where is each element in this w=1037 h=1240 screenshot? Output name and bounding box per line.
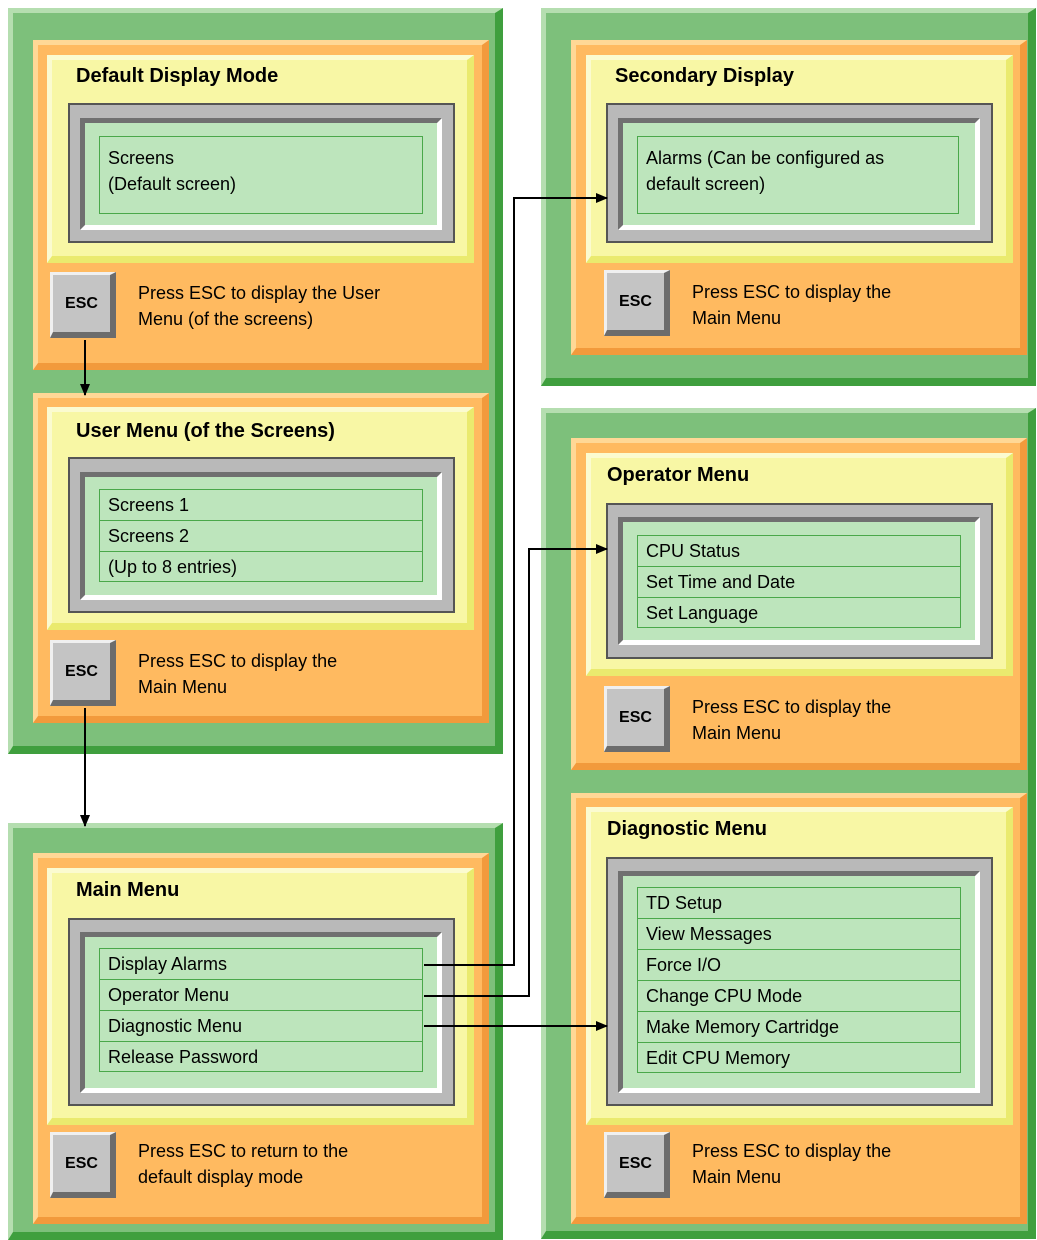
operator-menu-list: CPU Status Set Time and Date Set Languag…: [637, 535, 961, 628]
operator-menu-item-set-language[interactable]: Set Language: [646, 603, 759, 623]
main-menu-list: Display Alarms Operator Menu Diagnostic …: [99, 948, 423, 1072]
operator-menu-screen: [618, 517, 980, 645]
operator-menu-item-set-time-date[interactable]: Set Time and Date: [638, 567, 960, 598]
esc-button[interactable]: ESC: [604, 270, 670, 336]
diagnostic-menu-screen: [618, 871, 980, 1093]
diagnostic-menu-item-td-setup[interactable]: TD Setup: [638, 888, 960, 919]
esc-button[interactable]: ESC: [604, 1132, 670, 1198]
esc-instruction: Press ESC to display the Main Menu: [692, 697, 892, 743]
secondary-display-line: default screen): [646, 174, 766, 194]
operator-menu-item-cpu-status[interactable]: CPU Status: [638, 536, 960, 567]
default-display-line: (Default screen): [108, 174, 237, 194]
diagnostic-menu-title: Diagnostic Menu: [607, 818, 768, 840]
user-menu-title: User Menu (of the Screens): [76, 420, 335, 442]
main-menu-screen: [80, 932, 442, 1093]
diagnostic-menu-item-make-memory-cartridge[interactable]: Make Memory Cartridge: [638, 1012, 960, 1043]
diagnostic-menu-item-view-messages[interactable]: View Messages: [638, 919, 960, 950]
esc-button[interactable]: ESC: [50, 1132, 116, 1198]
esc-button[interactable]: ESC: [50, 272, 116, 338]
diagnostic-menu-item-edit-cpu-memory[interactable]: Edit CPU Memory: [646, 1048, 791, 1068]
esc-instruction: Press ESC to display the Main Menu: [138, 651, 338, 697]
default-display-content: Screens (Default screen): [99, 136, 423, 214]
main-menu-item-diagnostic-menu[interactable]: Diagnostic Menu: [100, 1011, 422, 1042]
default-display-line: Screens: [108, 148, 175, 168]
diagnostic-menu-item-force-io[interactable]: Force I/O: [638, 950, 960, 981]
secondary-display-line: Alarms (Can be configured as: [646, 148, 885, 168]
user-menu-item-screens-2[interactable]: Screens 2: [100, 521, 422, 552]
user-menu-screen: [80, 472, 442, 600]
esc-button[interactable]: ESC: [604, 686, 670, 752]
diagnostic-menu-list: TD Setup View Messages Force I/O Change …: [637, 887, 961, 1073]
main-menu-item-release-password[interactable]: Release Password: [108, 1047, 259, 1067]
esc-instruction: Press ESC to display the Main Menu: [692, 282, 892, 328]
diagnostic-menu-item-change-cpu-mode[interactable]: Change CPU Mode: [638, 981, 960, 1012]
secondary-display-content: Alarms (Can be configured as default scr…: [637, 136, 959, 214]
user-menu-list: Screens 1 Screens 2 (Up to 8 entries): [99, 489, 423, 582]
esc-button[interactable]: ESC: [50, 640, 116, 706]
main-menu-title: Main Menu: [76, 879, 180, 901]
main-menu-item-display-alarms[interactable]: Display Alarms: [100, 949, 422, 980]
operator-menu-title: Operator Menu: [607, 464, 750, 486]
esc-instruction: Press ESC to display the Main Menu: [692, 1141, 892, 1187]
main-menu-item-operator-menu[interactable]: Operator Menu: [100, 980, 422, 1011]
esc-instruction: Press ESC to display the User Menu (of t…: [138, 283, 381, 329]
default-display-title: Default Display Mode: [76, 65, 279, 87]
user-menu-item-screens-1[interactable]: Screens 1: [100, 490, 422, 521]
user-menu-item-more: (Up to 8 entries): [108, 557, 238, 577]
esc-instruction: Press ESC to return to the default displ…: [138, 1141, 349, 1187]
secondary-display-title: Secondary Display: [615, 65, 794, 87]
